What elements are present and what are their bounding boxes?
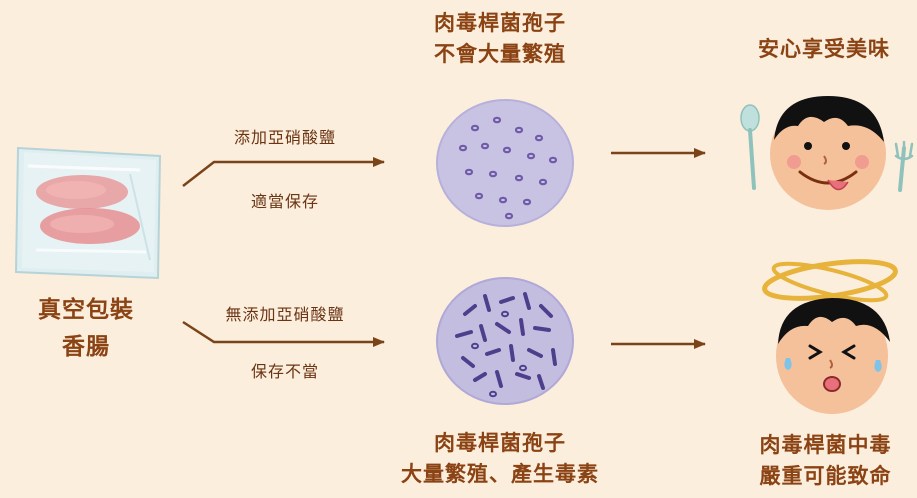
vacuum-packed-sausage-image <box>10 140 170 285</box>
bottom-branch-arrow <box>182 320 385 347</box>
bottom-outcome-title: 肉毒桿菌中毒 嚴重可能致命 <box>734 430 917 492</box>
top-branch-arrow <box>182 157 385 187</box>
sick-face-icon <box>750 254 917 419</box>
top-branch-label-above: 添加亞硝酸鹽 <box>233 128 336 147</box>
top-result-title: 肉毒桿菌孢子 不會大量繁殖 <box>385 8 615 70</box>
bottom-outcome-title-line2: 嚴重可能致命 <box>759 464 892 488</box>
bottom-result-title-line2: 大量繁殖、產生毒素 <box>401 462 599 486</box>
top-result-title-line2: 不會大量繁殖 <box>434 42 566 66</box>
top-result-title-line1: 肉毒桿菌孢子 <box>434 11 566 35</box>
happy-face-icon <box>728 82 917 222</box>
bottom-result-title: 肉毒桿菌孢子 大量繁殖、產生毒素 <box>360 428 640 490</box>
bottom-outcome-title-line1: 肉毒桿菌中毒 <box>759 433 892 457</box>
bottom-branch-label-above: 無添加亞硝酸鹽 <box>225 305 345 324</box>
bottom-result-title-line1: 肉毒桿菌孢子 <box>434 431 566 455</box>
top-branch-label-below: 適當保存 <box>250 192 319 211</box>
petri-dish-few-spores <box>435 98 575 228</box>
product-title-line1: 真空包裝 <box>38 297 134 323</box>
petri-dish-many-bacteria <box>435 276 575 406</box>
product-title-line2: 香腸 <box>62 334 110 360</box>
bottom-branch-label-below: 保存不當 <box>250 362 319 381</box>
product-title: 真空包裝 香腸 <box>16 292 156 366</box>
top-outcome-title: 安心享受美味 <box>758 37 890 61</box>
